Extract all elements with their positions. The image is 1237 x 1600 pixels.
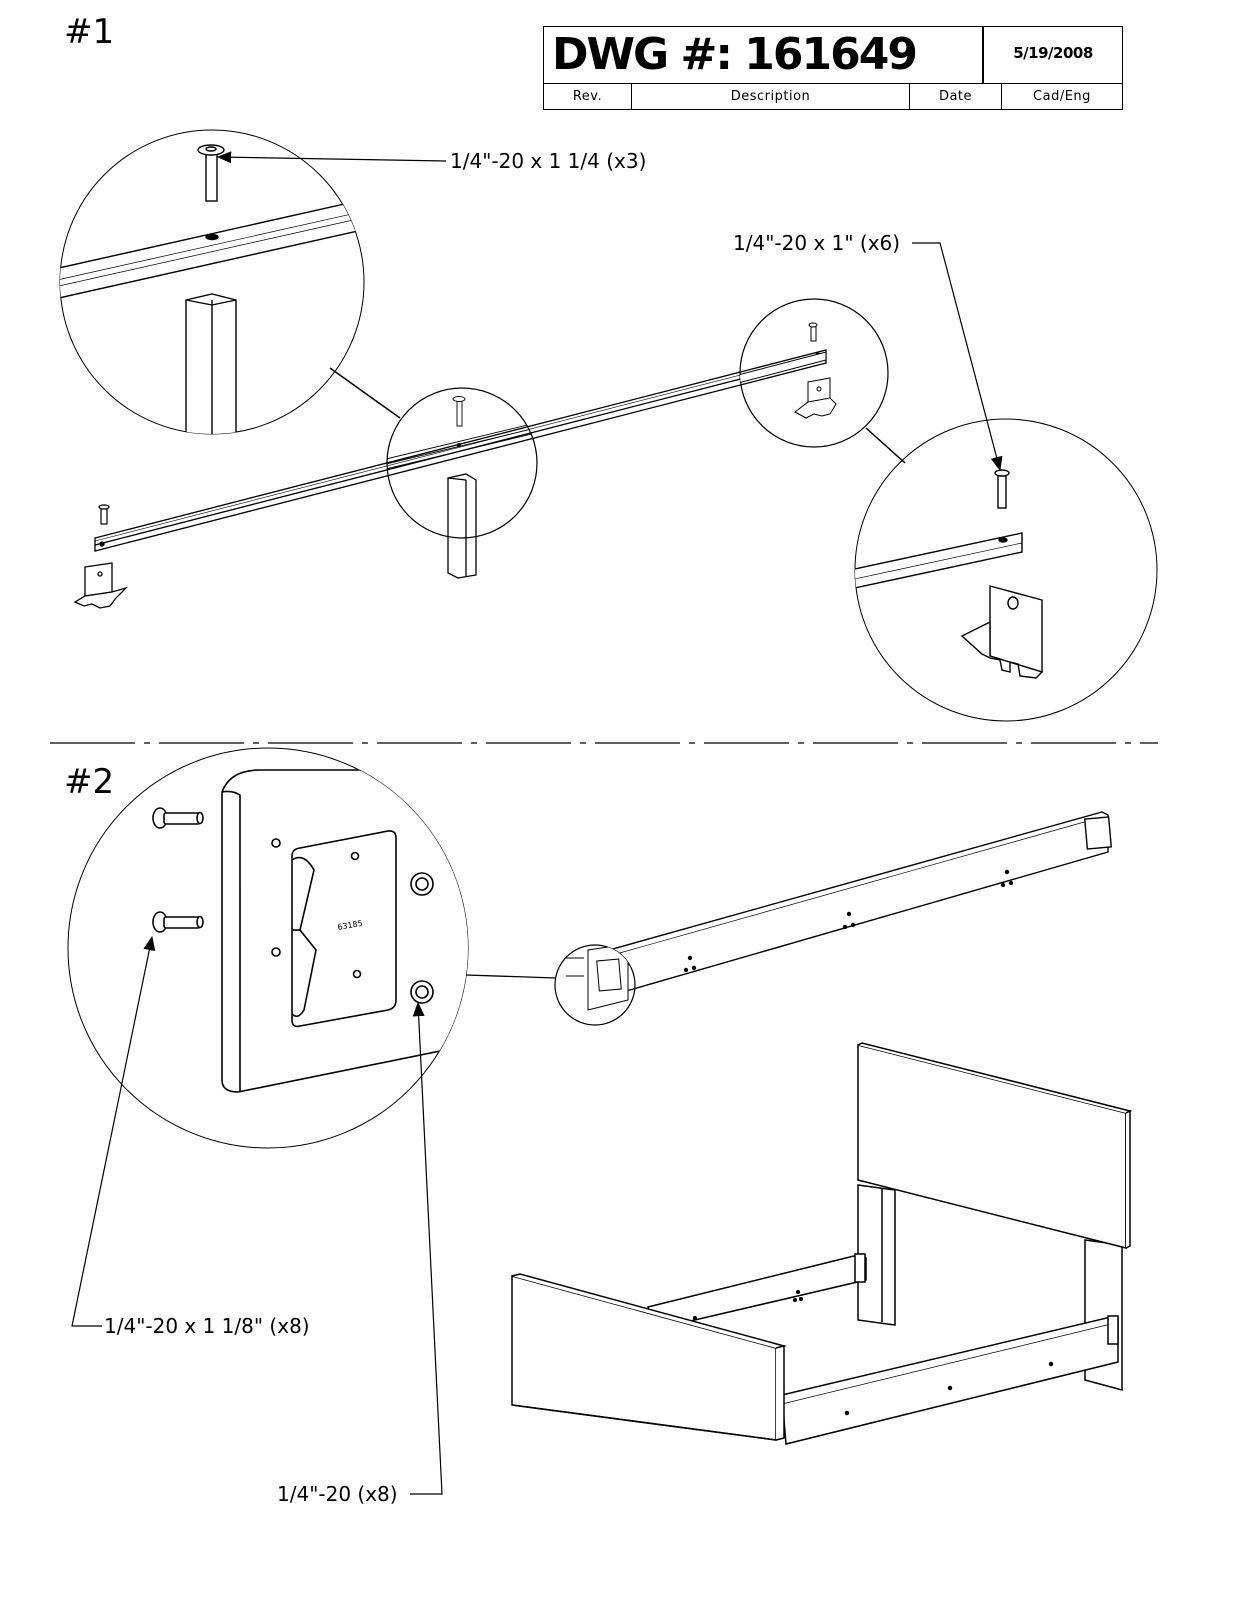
left-bolt: [98, 504, 110, 525]
drawing-number: DWG #: 161649: [552, 29, 918, 80]
step-1-label: #1: [64, 12, 115, 52]
step-2-label: #2: [64, 762, 115, 802]
cad-eng-header: Cad/Eng: [1033, 89, 1091, 104]
callout-2-leader: [912, 242, 1003, 472]
callout-bolt-1-1-8: 1/4"-20 x 1 1/8" (x8): [104, 1314, 310, 1338]
callout-bolt-1-1-4: 1/4"-20 x 1 1/4 (x3): [450, 149, 646, 173]
description-header: Description: [632, 84, 910, 110]
bed-assembly: [511, 1042, 1133, 1445]
callout-4-leader: [410, 1001, 443, 1495]
drawing-date: 5/19/2008: [1013, 44, 1093, 62]
svg-text:63185: 63185: [337, 919, 364, 932]
callout-nut: 1/4"-20 (x8): [277, 1482, 398, 1506]
date-header: Date: [910, 84, 1002, 110]
title-block: DWG #: 161649 5/19/2008 Rev. Description…: [543, 26, 1123, 110]
callout-1-leader: [216, 151, 447, 164]
callout-3-leader: [71, 935, 156, 1327]
callout-bolt-1: 1/4"-20 x 1" (x6): [733, 231, 900, 255]
left-bracket: [73, 562, 129, 609]
side-rail: [601, 811, 1113, 999]
center-leg: [447, 473, 477, 579]
rev-header: Rev.: [544, 84, 632, 110]
